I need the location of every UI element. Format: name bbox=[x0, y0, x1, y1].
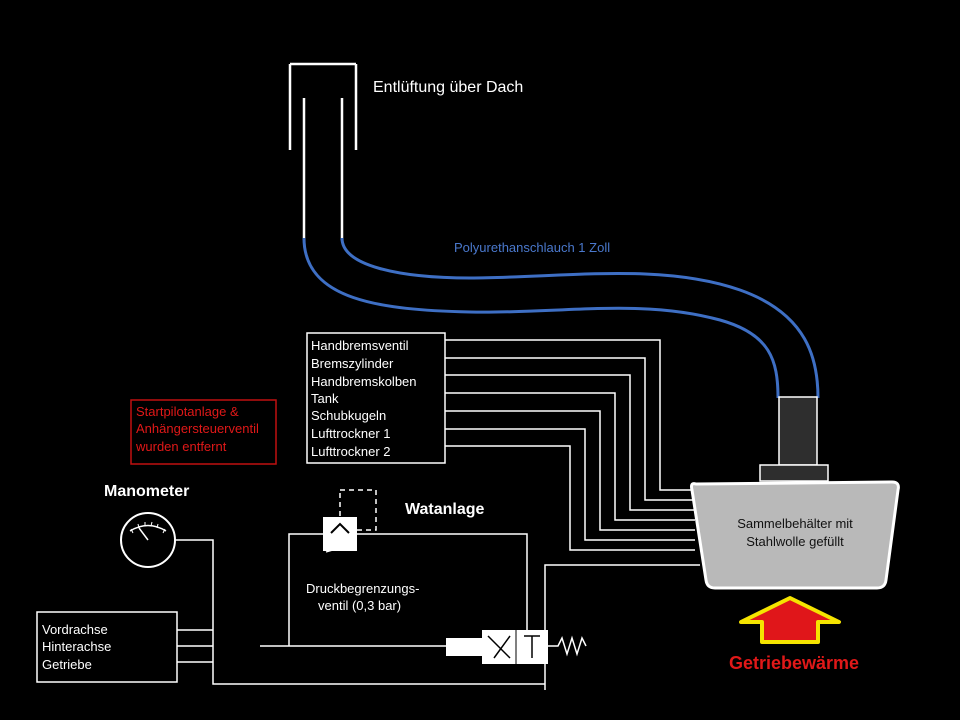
valve-spring-icon bbox=[548, 635, 587, 657]
hose-label: Polyurethanschlauch 1 Zoll bbox=[454, 240, 610, 255]
vent-inner-walls bbox=[302, 150, 344, 240]
roof-vent-pipe bbox=[288, 62, 358, 240]
relief-valve-icon bbox=[288, 489, 528, 646]
relief-valve-label-line-1: Druckbegrenzungs- bbox=[306, 581, 419, 596]
line-handbremskolben bbox=[445, 374, 695, 511]
collector-label-line-2: Stahlwolle gefüllt bbox=[746, 534, 844, 549]
relief-valve-spring bbox=[325, 539, 355, 553]
connection-lines bbox=[445, 339, 700, 690]
axle-item: Getriebe bbox=[42, 657, 92, 672]
valve-actuator bbox=[446, 638, 482, 656]
collector-neck bbox=[778, 396, 818, 466]
collector-vessel bbox=[690, 396, 900, 590]
removal-note-line: Anhängersteuerventil bbox=[136, 421, 259, 436]
relief-valve-arrow bbox=[330, 522, 350, 534]
connection-item: Bremszylinder bbox=[311, 356, 394, 371]
axle-lines bbox=[177, 629, 213, 663]
connections-list: Handbremsventil Bremszylinder Handbremsk… bbox=[311, 338, 417, 459]
collector-label-line-1: Sammelbehälter mit bbox=[737, 516, 853, 531]
heat-arrow-icon bbox=[739, 596, 841, 644]
connection-item: Lufttrockner 2 bbox=[311, 444, 391, 459]
line-lufttrockner-2 bbox=[445, 445, 695, 551]
axles-box bbox=[36, 611, 178, 683]
hose-wall-outer bbox=[302, 237, 780, 399]
line-bremszylinder bbox=[445, 357, 695, 501]
relief-valve-label-line-2: ventil (0,3 bar) bbox=[318, 598, 401, 613]
removal-note-box bbox=[130, 399, 277, 465]
relief-pilot-dashed bbox=[339, 489, 377, 531]
vent-inner-top bbox=[302, 98, 344, 150]
connections-box bbox=[306, 332, 446, 464]
connection-item: Handbremsventil bbox=[311, 338, 409, 353]
heat-label: Getriebewärme bbox=[729, 653, 859, 673]
relief-line bbox=[357, 533, 528, 646]
directional-valve-icon bbox=[260, 630, 587, 664]
vent-cap bbox=[288, 62, 358, 150]
connection-item: Schubkugeln bbox=[311, 408, 386, 423]
connection-item: Tank bbox=[311, 391, 339, 406]
manometer-gauge-icon bbox=[120, 512, 176, 568]
relief-line-left bbox=[288, 533, 323, 646]
vent-label: Entlüftung über Dach bbox=[373, 79, 523, 96]
axle-item: Hinterachse bbox=[42, 639, 111, 654]
removal-note-line: wurden entfernt bbox=[135, 439, 227, 454]
hose-wall-inner bbox=[340, 237, 820, 399]
connection-item: Handbremskolben bbox=[311, 374, 417, 389]
line-tank bbox=[445, 392, 695, 521]
removal-note-line: Startpilotanlage & bbox=[136, 404, 239, 419]
connection-item: Lufttrockner 1 bbox=[311, 426, 391, 441]
valve-cross-arrows bbox=[487, 635, 511, 659]
line-lufttrockner-1 bbox=[445, 428, 695, 541]
collector-body bbox=[690, 480, 900, 590]
watanlage-label: Watanlage bbox=[405, 501, 485, 518]
line-handbremsventil bbox=[445, 339, 695, 491]
manometer-line bbox=[175, 539, 545, 685]
manometer-label: Manometer bbox=[104, 483, 189, 500]
line-schubkugeln bbox=[445, 410, 695, 531]
polyurethane-hose bbox=[302, 237, 820, 399]
axle-item: Vordrachse bbox=[42, 622, 108, 637]
collector-flange bbox=[759, 464, 829, 482]
valve-straight-arrow bbox=[524, 635, 540, 658]
line-return bbox=[544, 564, 700, 690]
